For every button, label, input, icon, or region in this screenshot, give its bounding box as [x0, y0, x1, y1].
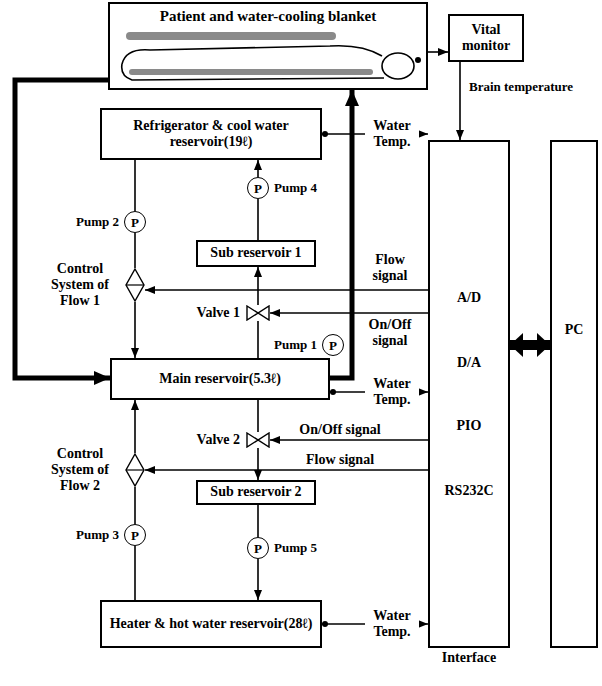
- connector: [257, 267, 259, 305]
- pump-letter: P: [254, 182, 262, 195]
- signal-label: On/Off signal: [358, 317, 422, 349]
- pump-label: Pump 4: [274, 181, 317, 196]
- connector: [459, 62, 461, 140]
- sensor-dot: [330, 389, 336, 395]
- pump-label: Pump 2: [76, 215, 119, 230]
- pump-letter: P: [329, 339, 337, 352]
- valve-label: Valve 1: [197, 305, 240, 321]
- sensor-dot: [322, 131, 328, 137]
- body-outline: [122, 46, 382, 64]
- interface-box: A/DD/APIORS232CInterface: [428, 140, 510, 648]
- port-label: D/A: [430, 355, 508, 371]
- sub-reservoir-box: Sub reservoir 1: [196, 240, 316, 267]
- pump-letter: P: [131, 529, 139, 542]
- box-label: PC: [565, 322, 584, 338]
- monitor-box: Vital monitor: [448, 14, 524, 62]
- patient-box: Patient and water-cooling blanket: [108, 2, 428, 90]
- pump-label: Pump 5: [274, 541, 317, 556]
- signal-label: Flow signal: [358, 252, 422, 284]
- pc-box: PC: [550, 140, 598, 648]
- connector: [145, 289, 428, 291]
- port-label: A/D: [430, 290, 508, 306]
- box-label: Refrigerator & cool water reservoir(19ℓ): [106, 118, 316, 150]
- connector: [270, 312, 428, 314]
- box-label: Main reservoir(5.3ℓ): [159, 371, 281, 387]
- connector: [134, 160, 136, 211]
- sensor-dot: [322, 621, 328, 627]
- flow-control-diamond: Control System of Flow 1: [125, 268, 145, 302]
- box-label: Patient and water-cooling blanket: [160, 8, 377, 25]
- signal-label: Water Temp.: [365, 118, 419, 150]
- sensor-dot: [415, 57, 421, 63]
- connector: [257, 559, 259, 600]
- signal-label: Brain temperature: [467, 80, 575, 95]
- connector: [134, 400, 136, 453]
- body-outline: [122, 64, 384, 80]
- connector: [257, 400, 259, 432]
- connector: [134, 487, 136, 524]
- box-label: Heater & hot water reservoir(28ℓ): [110, 616, 313, 632]
- signal-label: On/Off signal: [297, 422, 382, 438]
- reservoir-box: Main reservoir(5.3ℓ): [110, 358, 330, 400]
- pump-symbol: PPump 3: [124, 524, 146, 546]
- data-link: [510, 340, 550, 350]
- box-label: Vital monitor: [454, 22, 518, 54]
- pump-symbol: PPump 2: [124, 211, 146, 233]
- pump-label: Pump 3: [76, 528, 119, 543]
- signal-label: Flow signal: [304, 452, 376, 468]
- pump-symbol: PPump 4: [247, 177, 269, 199]
- signal-label: Water Temp.: [365, 608, 419, 640]
- reservoir-box: Heater & hot water reservoir(28ℓ): [100, 600, 322, 648]
- connector: [134, 302, 136, 358]
- control-label: Control System of Flow 1: [41, 261, 119, 309]
- diamond-outline: [125, 453, 145, 487]
- sub-reservoir-box: Sub reservoir 2: [196, 480, 316, 505]
- connector: [257, 505, 259, 537]
- blanket: [130, 32, 332, 40]
- connector: [257, 199, 259, 240]
- pump-label: Pump 1: [274, 338, 317, 353]
- connector: [428, 51, 448, 53]
- pump-symbol: PPump 5: [247, 537, 269, 559]
- port-label: RS232C: [430, 483, 508, 499]
- box-label: Sub reservoir 1: [210, 245, 301, 261]
- connector: [145, 469, 428, 471]
- connector: [257, 448, 259, 480]
- box-heading: Interface: [430, 650, 508, 666]
- connector: [134, 233, 136, 268]
- pump-letter: P: [254, 542, 262, 555]
- head: [382, 53, 414, 79]
- valve-symbol: Valve 1: [246, 305, 270, 321]
- pump-letter: P: [131, 216, 139, 229]
- diamond-outline: [125, 268, 145, 302]
- reservoir-box: Refrigerator & cool water reservoir(19ℓ): [100, 108, 322, 160]
- box-label: Sub reservoir 2: [210, 484, 301, 500]
- signal-label: Water Temp.: [365, 376, 419, 408]
- valve-label: Valve 2: [197, 432, 240, 448]
- valve-symbol: Valve 2: [246, 432, 270, 448]
- flow-control-diamond: Control System of Flow 2: [125, 453, 145, 487]
- pump-symbol: PPump 1: [322, 334, 344, 356]
- blanket: [132, 69, 370, 75]
- valve-outline: [246, 432, 270, 448]
- connector: [134, 546, 136, 600]
- port-label: PIO: [430, 418, 508, 434]
- connector: [270, 439, 428, 441]
- control-label: Control System of Flow 2: [41, 446, 119, 494]
- water-pipe: [15, 80, 110, 378]
- valve-outline: [246, 305, 270, 321]
- connector: [257, 160, 259, 177]
- connector: [257, 321, 259, 358]
